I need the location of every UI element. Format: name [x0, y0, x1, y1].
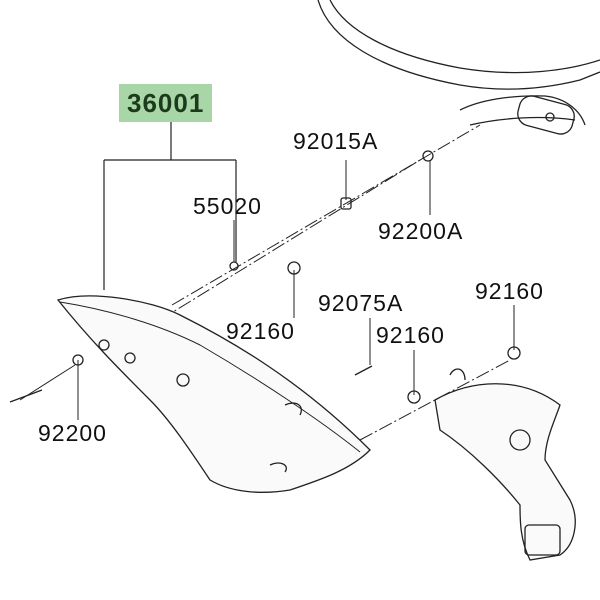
washer-92160	[507, 346, 521, 360]
assembly-line	[171, 124, 481, 306]
washer-92200A	[422, 150, 434, 162]
part-label-92015A[interactable]: 92015A	[293, 128, 379, 154]
screw-92200	[9, 389, 43, 403]
part-label-92160[interactable]: 92160	[226, 318, 295, 344]
part-label-92160[interactable]: 92160	[475, 278, 544, 304]
part-label-36001[interactable]: 36001	[119, 84, 213, 122]
leader-36001	[103, 120, 237, 290]
tail-cowl-outline	[459, 95, 586, 126]
grommet-55020	[229, 261, 239, 271]
washer-92160	[287, 261, 301, 275]
side-cover-edge	[59, 301, 361, 453]
washer-92200	[72, 354, 84, 366]
part-label-55020[interactable]: 55020	[193, 193, 262, 219]
part-label-92200A[interactable]: 92200A	[378, 218, 464, 244]
washer-92160	[407, 390, 421, 404]
part-label-92075A[interactable]: 92075A	[318, 290, 404, 316]
bracket	[434, 383, 576, 561]
part-label-92200[interactable]: 92200	[38, 420, 107, 446]
assembly-line	[159, 159, 421, 321]
part-label-92160[interactable]: 92160	[376, 322, 445, 348]
seat-outline	[317, 0, 600, 90]
collar-92015A	[340, 197, 352, 210]
tail-light-bolt	[545, 112, 555, 122]
bolt-92075A	[354, 365, 373, 376]
side-cover-36001	[56, 295, 371, 493]
tail-light-slot	[517, 95, 575, 135]
